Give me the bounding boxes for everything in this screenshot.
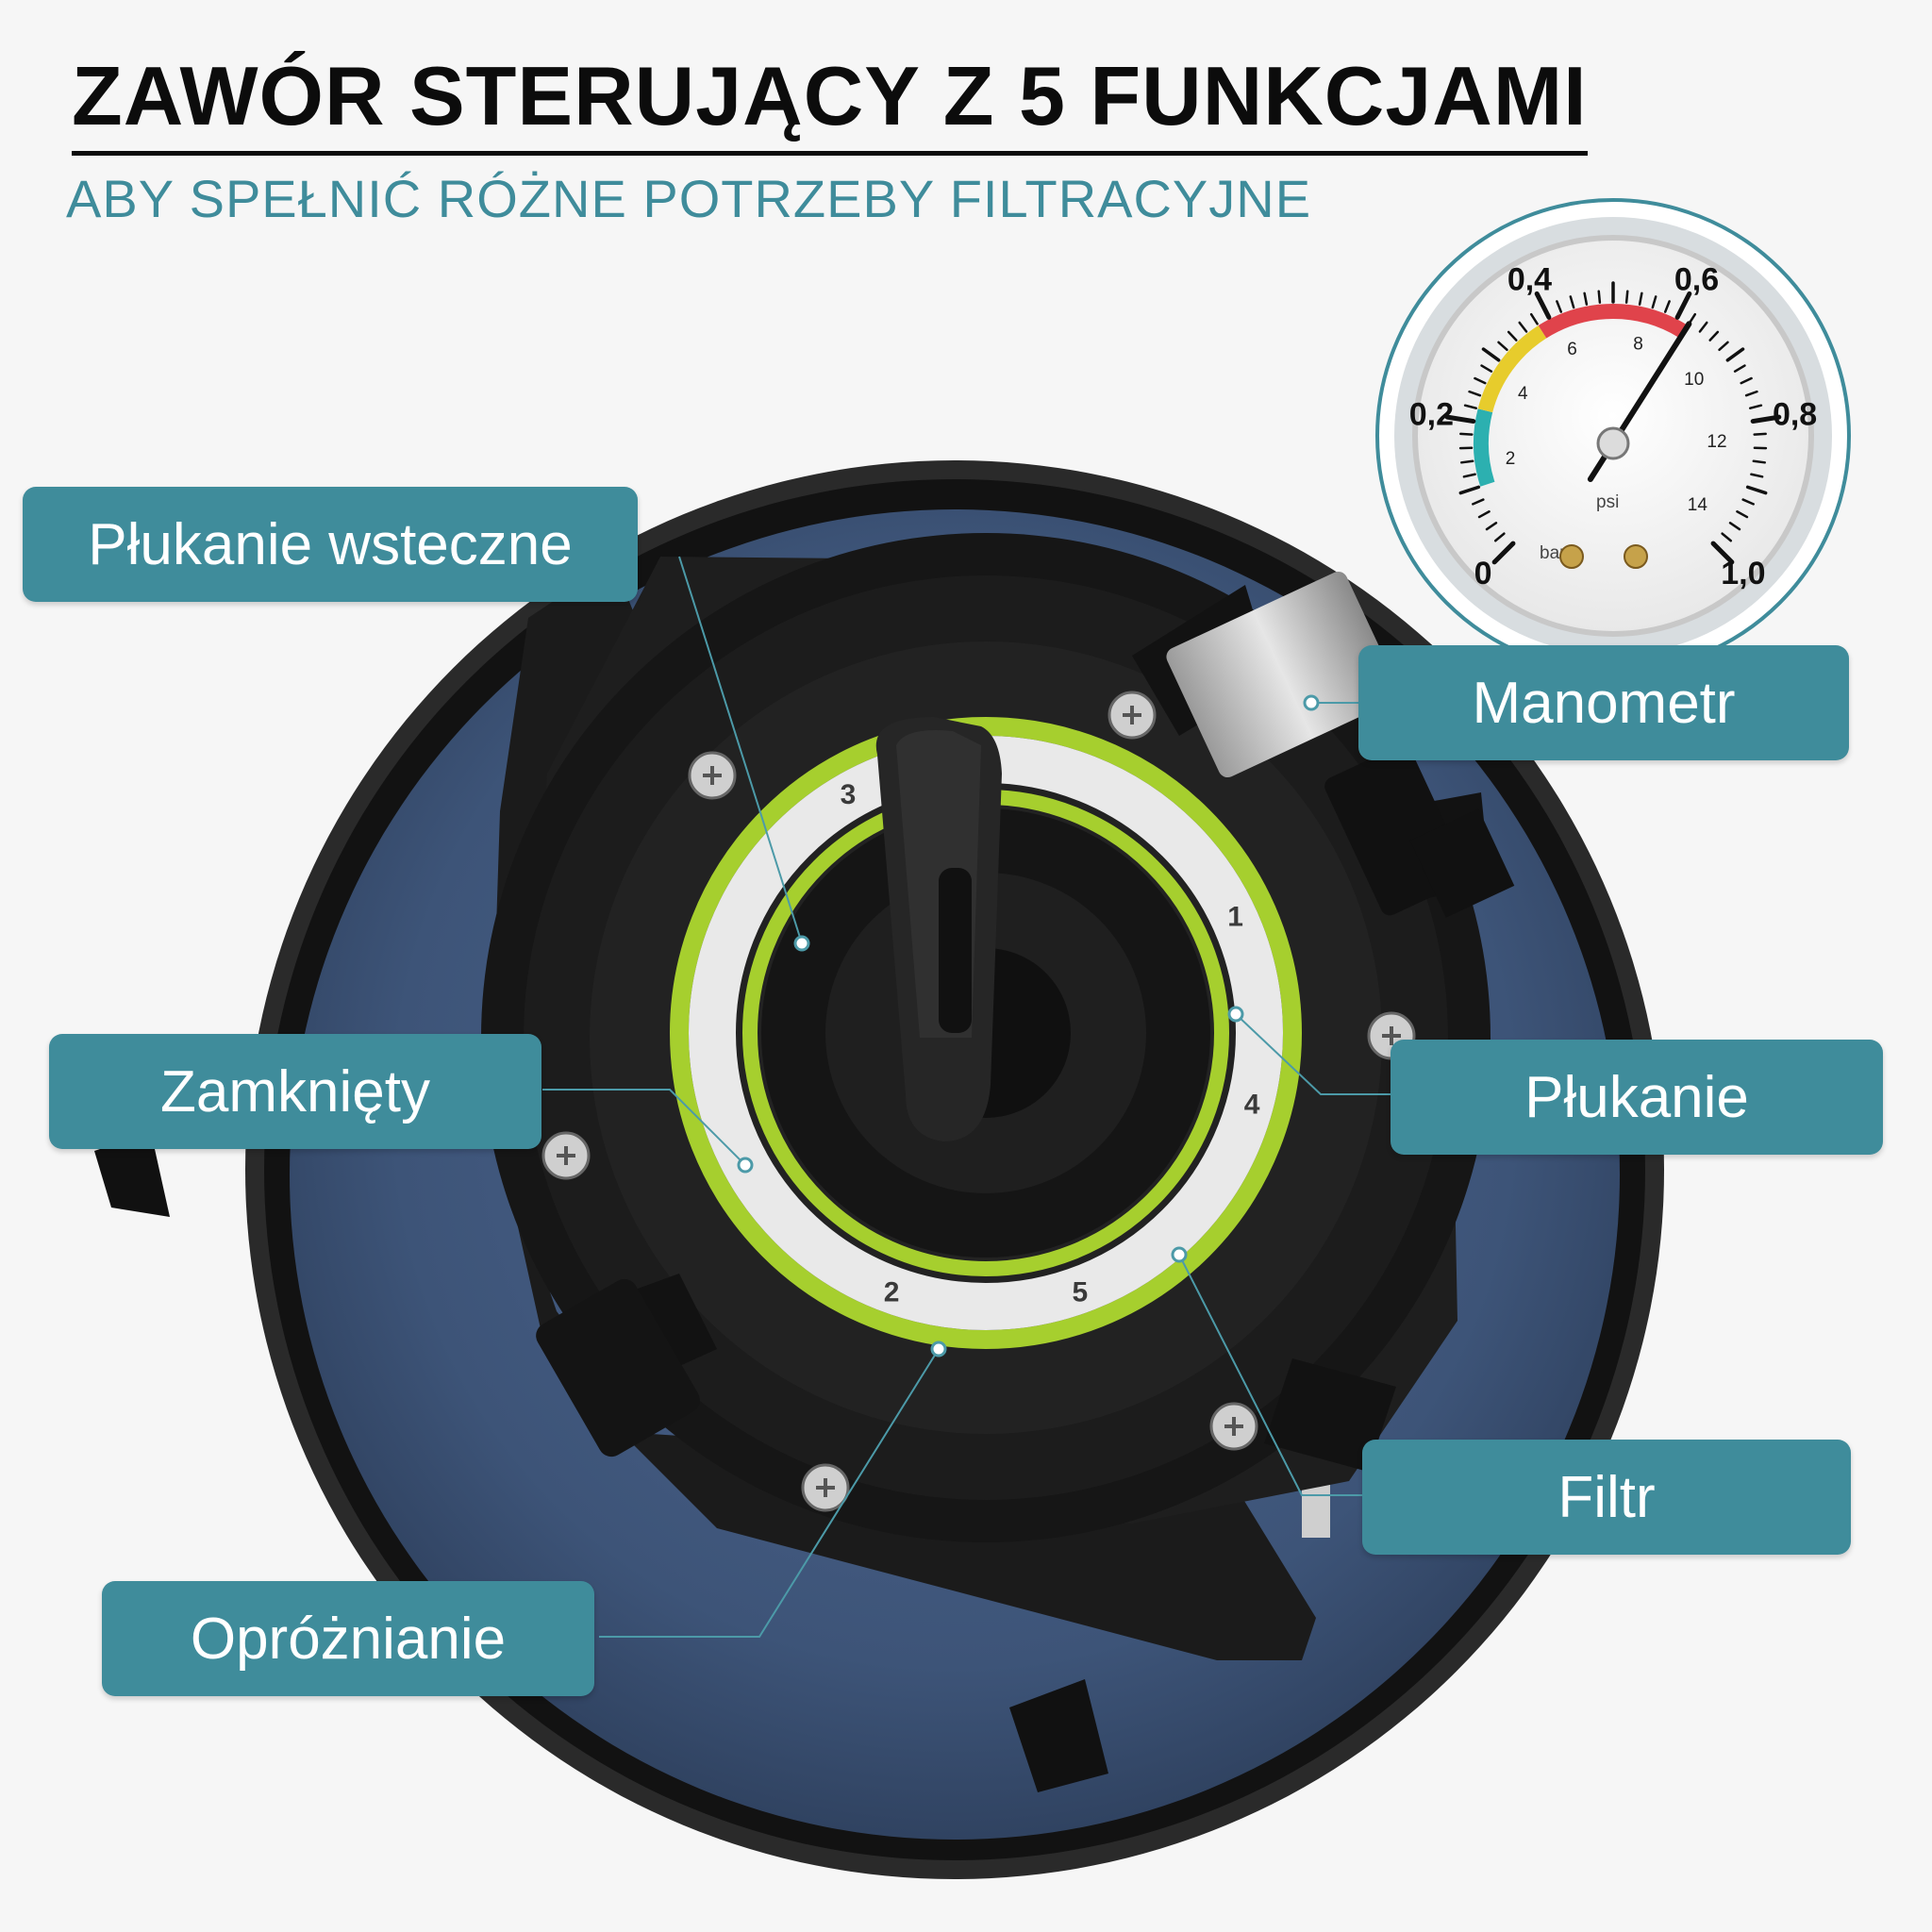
- gauge-unit-psi: psi: [1596, 492, 1619, 512]
- gauge-outer-label: 0,8: [1773, 396, 1817, 432]
- label-gauge: Manometr: [1358, 645, 1849, 760]
- gauge-band-teal: [1474, 408, 1495, 487]
- gauge-outer-label: 0: [1474, 556, 1492, 591]
- gauge-inner-label: 10: [1684, 370, 1704, 390]
- gauge-ticks: [1444, 281, 1782, 565]
- gauge-needle-pivot: [1596, 426, 1630, 460]
- gauge-inner-label: 2: [1506, 449, 1516, 469]
- gauge-inner-label: 4: [1518, 384, 1528, 404]
- dial-position-5: 5: [1073, 1276, 1089, 1307]
- page-subtitle: ABY SPEŁNIĆ RÓŻNE POTRZEBY FILTRACYJNE: [66, 169, 1312, 228]
- pressure-gauge-inset: 0 0,2 0,4 0,6 0,8 1,0 2 4 6 8 10 12 14 bar psi: [1375, 198, 1851, 674]
- gauge-band-yellow: [1477, 325, 1547, 413]
- gauge-outer-label: 0,4: [1507, 261, 1552, 297]
- gauge-band-red: [1538, 304, 1689, 339]
- page-title: ZAWÓR STERUJĄCY Z 5 FUNKCJAMI: [72, 55, 1588, 156]
- valve-bolts: [541, 691, 1416, 1512]
- gauge-inner-label: 6: [1567, 340, 1577, 359]
- dial-position-3: 3: [841, 779, 857, 810]
- label-backwash: Płukanie wsteczne: [23, 487, 638, 602]
- dial-position-2: 2: [884, 1276, 900, 1307]
- gauge-inner-label: 12: [1707, 432, 1726, 452]
- callout-leader-lines: [542, 556, 1391, 1638]
- label-rinse: Płukanie: [1391, 1040, 1883, 1155]
- gauge-outer-label: 1,0: [1721, 556, 1765, 591]
- callout-anchor-dots: [737, 694, 1320, 1357]
- dial-position-1: 1: [1227, 902, 1243, 933]
- gauge-connectors: [1559, 544, 1648, 569]
- gauge-inner-scale: 2 4 6 8 10 12 14: [1506, 334, 1727, 515]
- label-filter: Filtr: [1362, 1440, 1851, 1555]
- gauge-unit-bar: bar: [1540, 543, 1566, 563]
- gauge-inner-label: 14: [1688, 495, 1708, 515]
- gauge-outer-scale: 0 0,2 0,4 0,6 0,8 1,0: [1409, 261, 1817, 591]
- gauge-outer-label: 0,2: [1409, 396, 1454, 432]
- label-drain: Opróżnianie: [102, 1581, 594, 1696]
- dial-position-4: 4: [1244, 1090, 1260, 1121]
- gauge-outer-label: 0,6: [1674, 261, 1719, 297]
- gauge-connector: [1166, 571, 1515, 918]
- gauge-color-bands: [1474, 304, 1689, 487]
- gauge-inner-label: 8: [1633, 334, 1643, 354]
- label-closed: Zamknięty: [49, 1034, 541, 1149]
- valve-dial-position-labels: 1 2 3 4 5: [841, 779, 1260, 1307]
- valve-handle[interactable]: [875, 717, 1002, 1141]
